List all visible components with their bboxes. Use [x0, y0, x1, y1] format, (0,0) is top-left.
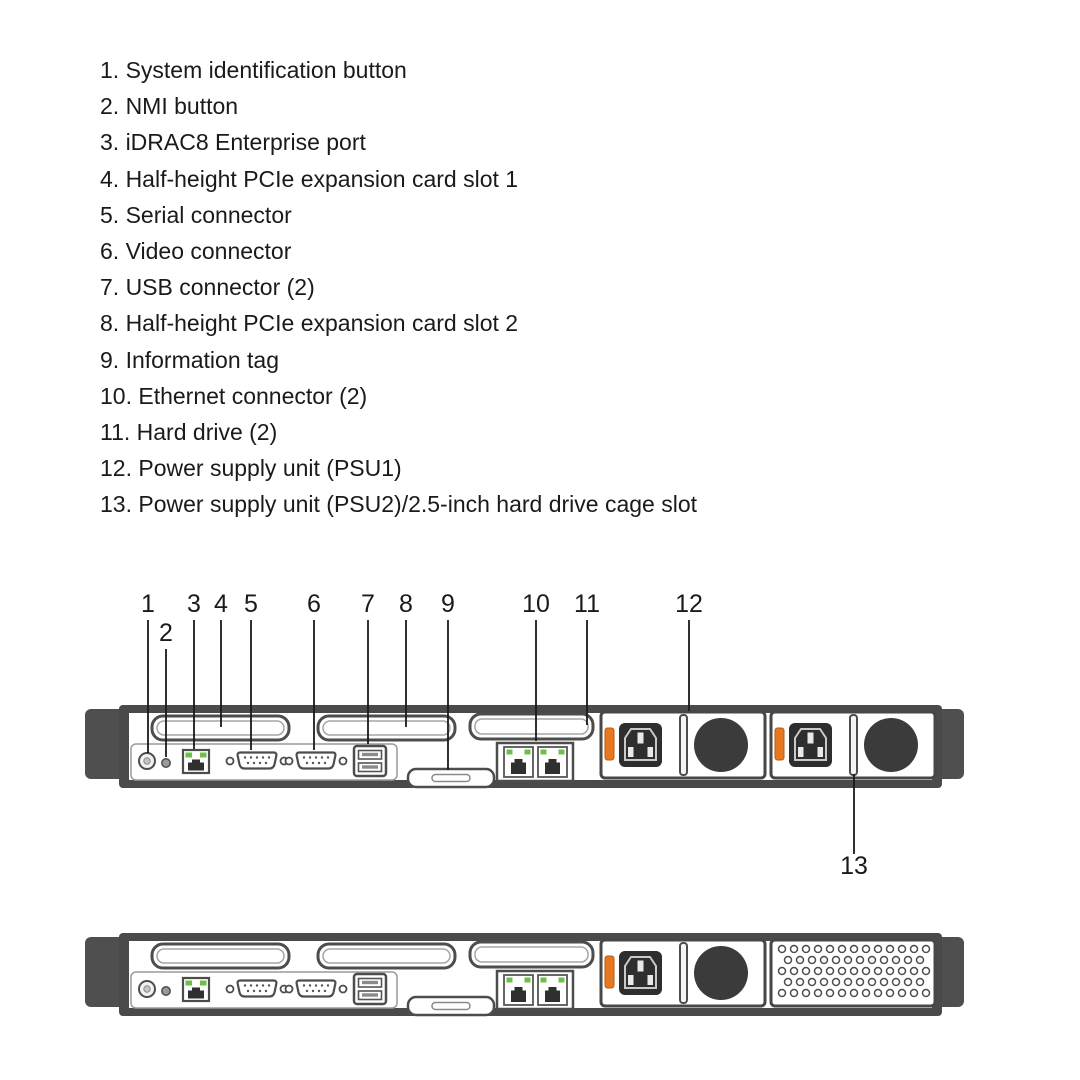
legend-item-2: 2. NMI button: [100, 93, 239, 120]
callout-8: 8: [399, 590, 413, 727]
legend-item-13: 13. Power supply unit (PSU2)/2.5-inch ha…: [100, 491, 698, 518]
legend-item-1: 1. System identification button: [100, 57, 407, 83]
legend-item-5: 5. Serial connector: [100, 201, 292, 228]
rear-view-dual-psu: [85, 705, 964, 788]
legend-item-11: 11. Hard drive (2): [100, 419, 278, 446]
callout-4: 4: [214, 590, 228, 727]
callout-6: 6: [307, 590, 321, 750]
svg-text:4: 4: [214, 590, 228, 618]
callout-13: 13: [840, 774, 868, 880]
svg-text:1: 1: [141, 590, 155, 618]
callout-11: 11: [574, 590, 600, 725]
svg-text:2: 2: [159, 619, 173, 647]
rear-view-hdd-cage: [85, 933, 964, 1016]
svg-text:9: 9: [441, 590, 455, 618]
svg-text:10: 10: [522, 590, 550, 618]
callout-9: 9: [441, 590, 455, 770]
callout-12: 12: [675, 590, 703, 711]
legend-item-7: 7. USB connector (2): [100, 274, 315, 301]
svg-text:3: 3: [187, 590, 201, 618]
hdd-cage: [769, 938, 937, 1008]
svg-text:7: 7: [361, 590, 375, 618]
callout-2: 2: [159, 619, 173, 757]
legend-item-3: 3. iDRAC8 Enterprise port: [100, 129, 366, 156]
callout-7: 7: [361, 590, 375, 744]
legend-list: 1. System identification button 2. NMI b…: [100, 52, 697, 523]
callouts: 1 2 3 4 5 6 7 8: [141, 590, 868, 880]
svg-text:8: 8: [399, 590, 413, 618]
callout-3: 3: [187, 590, 201, 749]
svg-text:13: 13: [840, 852, 868, 880]
legend-item-12: 12. Power supply unit (PSU1): [100, 455, 402, 482]
legend-item-4: 4. Half-height PCIe expansion card slot …: [100, 165, 519, 192]
svg-text:6: 6: [307, 590, 321, 618]
svg-text:5: 5: [244, 590, 258, 618]
callout-1: 1: [141, 590, 155, 753]
svg-text:12: 12: [675, 590, 703, 618]
legend-item-9: 9. Information tag: [100, 346, 279, 373]
legend-item-10: 10. Ethernet connector (2): [100, 382, 368, 409]
callout-5: 5: [244, 590, 258, 750]
legend-item-8: 8. Half-height PCIe expansion card slot …: [100, 310, 519, 337]
callout-10: 10: [522, 590, 550, 741]
legend-item-6: 6. Video connector: [100, 238, 292, 265]
svg-text:11: 11: [574, 590, 600, 618]
psu2: [769, 710, 937, 780]
